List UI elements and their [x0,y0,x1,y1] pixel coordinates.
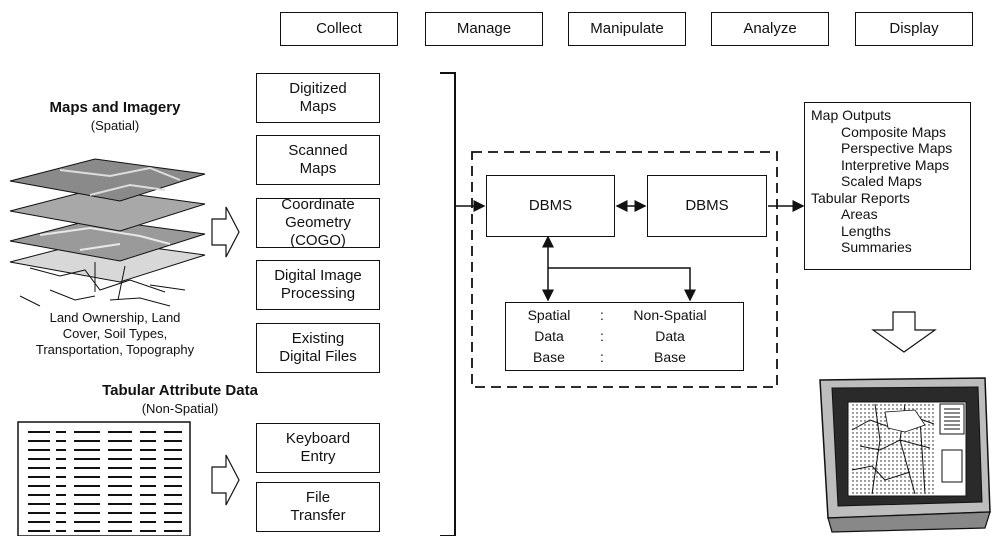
database-cell: : [600,307,604,323]
dbms-label: DBMS [528,197,573,214]
stage-analyze: Analyze [711,12,829,46]
input-label-line: Transfer [290,507,346,524]
stage-manipulate: Manipulate [568,12,686,46]
tabular-title: Tabular Attribute Data [102,382,258,399]
database-cell: : [600,328,604,344]
maps-caption: Land Ownership, Land Cover, Soil Types, … [0,310,230,358]
map-output-item: Interpretive Maps [841,156,950,173]
input-label-line: Maps [299,160,337,177]
input-label-line: Processing [280,285,356,302]
stage-display: Display [855,12,973,46]
maps-caption-line: Cover, Soil Types, [62,326,168,341]
dbms-box-right: DBMS [647,175,767,237]
dbms-box-left: DBMS [486,175,615,237]
map-outputs-header: Map Outputs [811,107,892,123]
maps-caption-line: Land Ownership, Land [49,310,181,325]
database-cell: Data [655,328,685,344]
database-cell: Base [533,349,565,365]
input-label-line: Entry [300,448,336,465]
input-label-line: Digital Image [274,267,362,284]
database-cell: : [600,349,604,365]
display-block-arrow [871,311,937,353]
input-label-line: Keyboard [285,430,351,447]
input-label-line: Geometry (COGO) [285,214,351,249]
dbms-region [471,151,778,388]
tabular-subtitle: (Non-Spatial) [141,401,219,416]
maps-title: Maps and Imagery [49,99,181,116]
report-item: Lengths [841,222,891,239]
database-cell: Non-Spatial [633,307,707,323]
map-output-item: Composite Maps [841,123,947,140]
database-row: Spatial: Non-Spatial [514,305,735,326]
stage-label: Manipulate [590,20,664,37]
stage-collect: Collect [280,12,398,46]
input-label-line: Digital Files [279,348,357,365]
stage-label: Analyze [743,20,797,37]
maps-caption-line: Transportation, Topography [35,342,195,357]
map-output-item: Scaled Maps [841,173,922,189]
map-output-item: Perspective Maps [841,140,953,156]
stage-label: Display [889,20,939,37]
tabular-sheet-icon [17,421,191,536]
tabular-reports-header: Tabular Reports [811,189,910,206]
stage-manage: Manage [425,12,543,46]
stage-label: Manage [456,20,512,37]
input-label-line: Existing [291,330,345,347]
database-cell: Data [534,328,564,344]
database-cell: Base [654,349,686,365]
db-branch-arrow [548,267,696,302]
input-label-line: Maps [299,98,337,115]
database-box: Spatial: Non-Spatial Data: Data Base: Base [505,302,744,371]
database-row: Data: Data [514,326,735,347]
input-label-line: Digitized [289,80,347,97]
map-layers-icon [9,158,206,307]
input-label-line: File [305,489,331,506]
monitor-display-icon [819,377,991,533]
input-bracket [440,72,456,536]
report-item: Areas [841,206,878,222]
database-row: Base: Base [514,347,735,368]
stage-label: Collect [316,20,362,37]
maps-subtitle: (Spatial) [90,118,140,133]
input-label-line: Coordinate [281,196,355,213]
maps-block-arrow [211,206,240,258]
dbms-label: DBMS [685,197,729,214]
input-label-line: Scanned [288,142,348,159]
tabular-block-arrow [211,454,240,506]
outputs-box: Map Outputs Composite Maps Perspective M… [804,102,971,270]
database-cell: Spatial [527,307,571,323]
report-item: Summaries [841,239,912,255]
